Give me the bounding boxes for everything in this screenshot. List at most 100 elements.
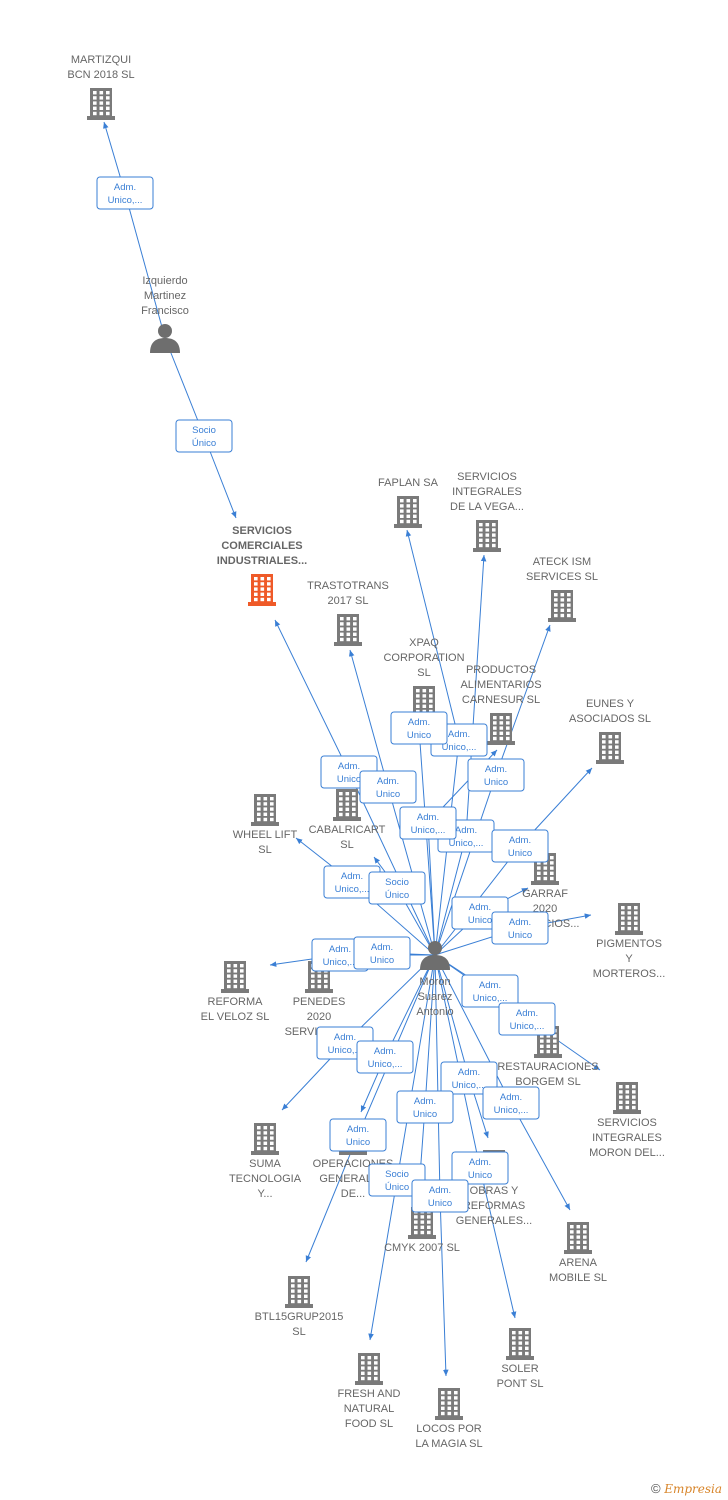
node-label: Moron: [419, 976, 450, 988]
building-icon[interactable]: [487, 713, 515, 745]
building-icon[interactable]: [408, 1207, 436, 1239]
node-label: SL: [292, 1326, 305, 1338]
building-icon[interactable]: [613, 1082, 641, 1114]
node-label: NATURAL: [344, 1403, 395, 1415]
building-icon[interactable]: [548, 590, 576, 622]
edge-label-moron-to-trastotrans[interactable]: Adm.Unico: [359, 770, 417, 804]
node-label: BCN 2018 SL: [67, 69, 134, 81]
node-label: WHEEL LIFT: [233, 829, 298, 841]
building-icon[interactable]: [435, 1388, 463, 1420]
node-label: MOBILE SL: [549, 1272, 607, 1284]
node-label: FRESH AND: [338, 1388, 401, 1400]
node-label: SERVICES SL: [526, 571, 598, 583]
building-icon[interactable]: [333, 789, 361, 821]
node-servicios_comerciales[interactable]: SERVICIOSCOMERCIALESINDUSTRIALES...: [217, 525, 307, 606]
node-label: DE LA VEGA...: [450, 501, 524, 513]
edge-role-text: Unico: [346, 1137, 370, 1148]
edge-role-text: Adm.: [469, 1157, 491, 1168]
building-icon[interactable]: [394, 496, 422, 528]
edge-role-text: Adm.: [338, 761, 360, 772]
edge-label-moron-to-servicios_moron[interactable]: Adm.Unico,...: [498, 1002, 556, 1036]
building-icon[interactable]: [221, 961, 249, 993]
edge-label-izquierdo-to-martizqui[interactable]: Adm.Unico,...: [96, 176, 154, 210]
edge-role-text: Unico: [468, 915, 492, 926]
edge-label-moron-to-penedes[interactable]: Adm.Unico: [353, 936, 411, 970]
building-icon[interactable]: [355, 1353, 383, 1385]
building-icon[interactable]: [285, 1276, 313, 1308]
edge-label-moron-to-eunes[interactable]: Adm.Unico: [491, 829, 549, 863]
node-pigmentos[interactable]: PIGMENTOSYMORTEROS...: [593, 903, 666, 980]
building-icon[interactable]: [87, 88, 115, 120]
node-label: BORGEM SL: [515, 1076, 580, 1088]
footer: © Empresia: [651, 1481, 722, 1496]
building-icon[interactable]: [334, 614, 362, 646]
node-label: MARTIZQUI: [71, 54, 131, 66]
edge-role-text: Socio: [385, 1169, 409, 1180]
edge-role-text: Unico: [337, 774, 361, 785]
building-icon[interactable]: [251, 1123, 279, 1155]
edge-label-moron-to-btl[interactable]: Adm.Unico: [329, 1118, 387, 1152]
edge-role-text: Unico: [376, 789, 400, 800]
building-icon[interactable]: [615, 903, 643, 935]
building-icon[interactable]: [251, 794, 279, 826]
edge-label-moron-to-xpaq[interactable]: Adm.Unico: [390, 711, 448, 745]
building-icon[interactable]: [248, 574, 276, 606]
edge-label-moron-to-restauraciones[interactable]: Adm.Unico,...: [461, 974, 519, 1008]
edge-role-text: Único: [192, 438, 216, 449]
node-label: INDUSTRIALES...: [217, 555, 307, 567]
edge-label-moron-to-operaciones[interactable]: Adm.Unico,...: [356, 1040, 414, 1074]
building-icon[interactable]: [564, 1222, 592, 1254]
person-icon[interactable]: [420, 941, 450, 970]
node-cmyk[interactable]: CMYK 2007 SL: [384, 1207, 460, 1254]
edge-role-text: Adm.: [448, 729, 470, 740]
node-martizqui[interactable]: MARTIZQUI BCN 2018 SL: [67, 54, 135, 120]
edge-label-moron-to-arena[interactable]: Adm.Unico,...: [482, 1086, 540, 1120]
edge-role-text: Adm.: [429, 1185, 451, 1196]
building-icon[interactable]: [506, 1328, 534, 1360]
building-icon[interactable]: [596, 732, 624, 764]
edge-label-moron-to-cmyk[interactable]: Adm.Unico: [396, 1090, 454, 1124]
node-label: SERVICIOS: [232, 525, 292, 537]
node-label: SERVICIOS: [597, 1117, 657, 1129]
edge-label-moron-to-obras[interactable]: Adm.Unico,...: [440, 1061, 498, 1095]
node-suma[interactable]: SUMATECNOLOGIAY...: [229, 1123, 302, 1200]
node-penedes[interactable]: PENEDES2020SERVICIOS...: [285, 961, 354, 1038]
node-faplan[interactable]: FAPLAN SA: [378, 477, 439, 528]
building-icon[interactable]: [473, 520, 501, 552]
edge-label-moron-to-soler[interactable]: Adm.Unico: [451, 1151, 509, 1185]
edge-role-text: Unico,...: [368, 1059, 403, 1070]
edge-role-text: Adm.: [469, 902, 491, 913]
brand-logo[interactable]: Empresia: [664, 1482, 722, 1496]
edge-label-moron-to-productos[interactable]: Adm.Unico,...: [399, 806, 457, 840]
node-label: Y: [625, 953, 633, 965]
edge-role-text: Único: [385, 890, 409, 901]
edge-label-moron-to-wheel[interactable]: Adm.Unico,...: [323, 865, 381, 899]
node-label: EL VELOZ SL: [201, 1011, 270, 1023]
edge-label-moron-to-ateck[interactable]: Adm.Unico: [467, 758, 525, 792]
edge-label-moron-to-locos[interactable]: Adm.Unico: [411, 1179, 469, 1213]
edge-label-moron-to-pigmentos[interactable]: Adm.Unico: [491, 911, 549, 945]
edge-role-text: Socio: [192, 425, 216, 436]
person-icon[interactable]: [150, 324, 180, 353]
